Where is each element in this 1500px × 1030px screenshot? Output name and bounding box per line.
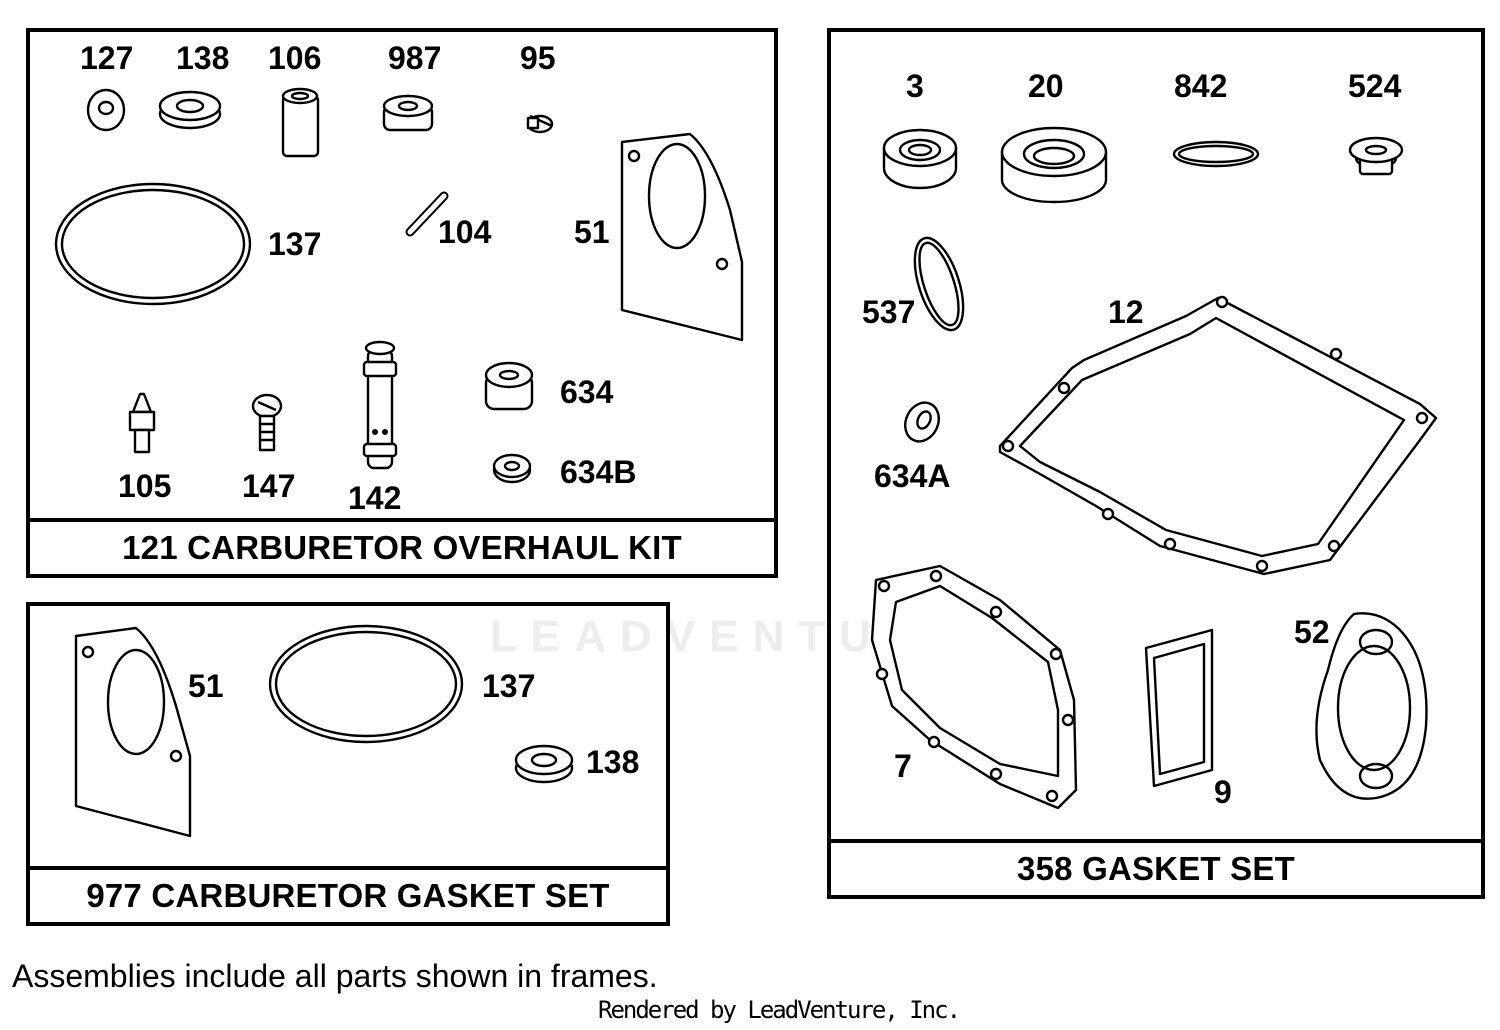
part-51-gasket xyxy=(620,132,744,342)
part-147-screw xyxy=(251,393,283,452)
frame-title-carburetor-overhaul-kit: 121 CARBURETOR OVERHAUL KIT xyxy=(30,518,774,574)
part-label: 634B xyxy=(560,454,637,490)
part-label: 842 xyxy=(1174,68,1228,104)
part-label: 142 xyxy=(348,480,402,516)
part-51-gasket-f2 xyxy=(74,626,192,838)
part-label: 106 xyxy=(268,40,322,76)
part-3-seal xyxy=(882,128,958,190)
part-label: 634A xyxy=(874,458,951,494)
part-label: 51 xyxy=(574,214,610,250)
part-95-screw xyxy=(526,114,554,134)
part-137-oring xyxy=(54,182,252,306)
part-7-gasket xyxy=(870,564,1078,810)
part-138-washer xyxy=(158,90,222,130)
part-524-plug xyxy=(1348,136,1404,176)
part-label: 7 xyxy=(894,748,912,784)
part-label: 524 xyxy=(1348,68,1402,104)
part-label: 95 xyxy=(520,40,556,76)
frame-title-carburetor-gasket-set: 977 CARBURETOR GASKET SET xyxy=(30,866,666,922)
part-label: 138 xyxy=(176,40,230,76)
part-104-pin xyxy=(405,191,449,237)
part-634-spacer xyxy=(484,361,534,411)
part-138-washer-f2 xyxy=(514,744,574,784)
part-label: 127 xyxy=(80,40,134,76)
assemblies-note: Assemblies include all parts shown in fr… xyxy=(12,958,658,994)
part-12-gasket xyxy=(998,295,1438,576)
part-label: 20 xyxy=(1028,68,1064,104)
frame-carburetor-overhaul-kit: 121 CARBURETOR OVERHAUL KIT xyxy=(26,28,778,578)
frame-gasket-set: 358 GASKET SET xyxy=(827,28,1485,899)
part-52-gasket xyxy=(1315,612,1428,800)
part-label: 137 xyxy=(482,668,536,704)
part-9-gasket xyxy=(1144,628,1214,788)
part-label: 634 xyxy=(560,374,614,410)
part-842-oring xyxy=(1172,140,1260,168)
part-label: 138 xyxy=(586,744,640,780)
part-label: 3 xyxy=(906,68,924,104)
part-105-needle xyxy=(128,392,156,454)
frame-carburetor-gasket-set: 977 CARBURETOR GASKET SET xyxy=(26,602,670,926)
frame-title-gasket-set: 358 GASKET SET xyxy=(831,839,1481,895)
rendered-by-credit: Rendered by LeadVenture, Inc. xyxy=(598,996,961,1024)
part-127-washer xyxy=(86,88,126,132)
part-137-oring-f2 xyxy=(268,624,464,744)
part-label: 105 xyxy=(118,468,172,504)
part-634a-washer xyxy=(904,401,940,443)
part-label: 137 xyxy=(268,226,322,262)
part-label: 104 xyxy=(438,214,492,250)
part-537-oring xyxy=(913,236,965,332)
part-label: 9 xyxy=(1214,774,1232,810)
part-label: 12 xyxy=(1108,294,1144,330)
part-142-tube xyxy=(362,340,398,470)
part-20-seal xyxy=(1000,126,1108,204)
part-634b-washer xyxy=(492,453,532,484)
part-label: 537 xyxy=(862,294,916,330)
part-987-bushing xyxy=(382,94,434,132)
part-label: 147 xyxy=(242,468,296,504)
part-label: 51 xyxy=(188,668,224,704)
part-label: 52 xyxy=(1294,614,1330,650)
part-106-sleeve xyxy=(281,87,320,158)
part-label: 987 xyxy=(388,40,442,76)
